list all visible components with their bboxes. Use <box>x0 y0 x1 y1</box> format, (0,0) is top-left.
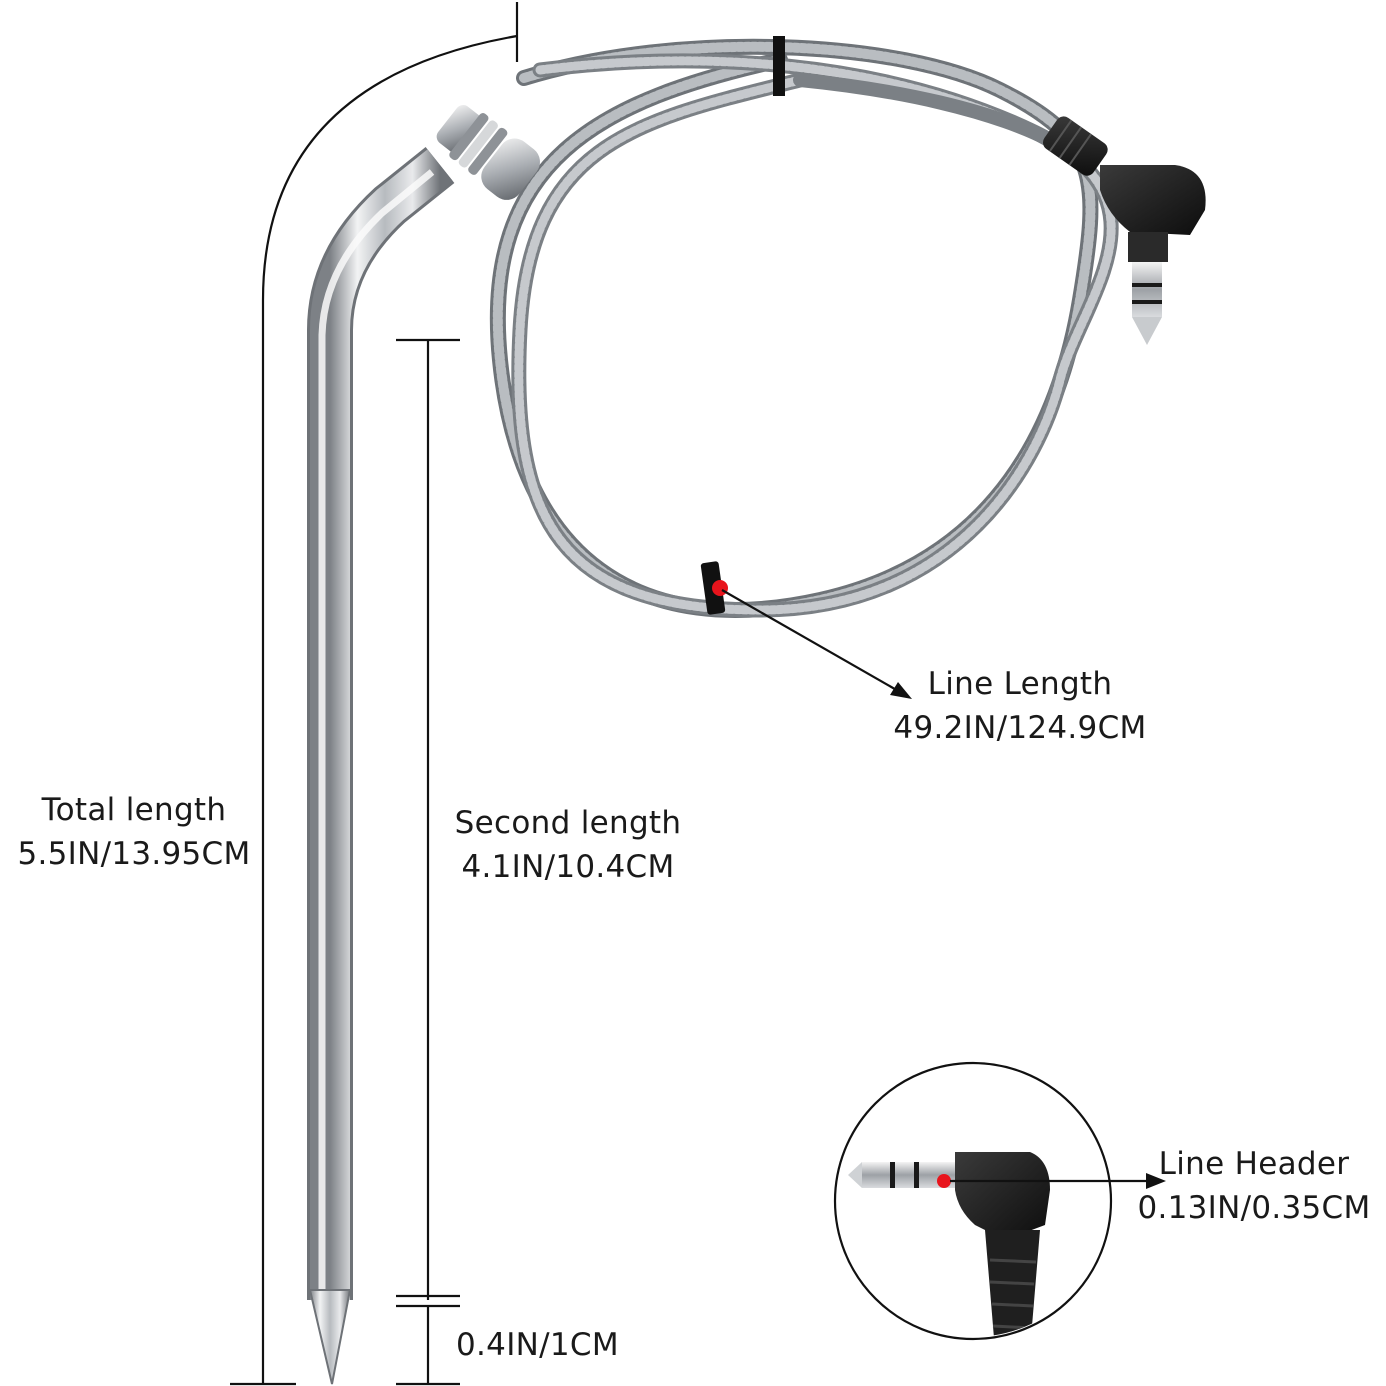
tip-length-value: 0.4IN/1CM <box>456 1327 619 1363</box>
line-length-label: Line Length 49.2IN/124.9CM <box>880 662 1160 750</box>
line-length-marker <box>712 580 912 699</box>
second-length-title: Second length <box>454 805 682 841</box>
second-length-label: Second length 4.1IN/10.4CM <box>452 801 684 889</box>
line-length-title: Line Length <box>927 666 1113 702</box>
second-length-value: 4.1IN/10.4CM <box>461 849 675 885</box>
tip-length-label: 0.4IN/1CM <box>456 1323 636 1367</box>
total-length-label: Total length 5.5IN/13.95CM <box>14 788 254 876</box>
total-length-value: 5.5IN/13.95CM <box>17 836 251 872</box>
second-length-dimension <box>396 338 460 1300</box>
line-header-title: Line Header <box>1158 1146 1350 1182</box>
temperature-probe-icon <box>307 105 540 1385</box>
total-length-dimension <box>230 2 519 1386</box>
line-header-inset <box>833 1061 1166 1341</box>
braided-cable-icon <box>489 36 1119 618</box>
line-header-value: 0.13IN/0.35CM <box>1137 1190 1371 1226</box>
tip-length-dimension <box>396 1304 460 1386</box>
line-header-label: Line Header 0.13IN/0.35CM <box>1134 1142 1374 1230</box>
total-length-title: Total length <box>41 792 227 828</box>
line-length-value: 49.2IN/124.9CM <box>893 710 1147 746</box>
audio-jack-plug-icon <box>1043 116 1206 345</box>
